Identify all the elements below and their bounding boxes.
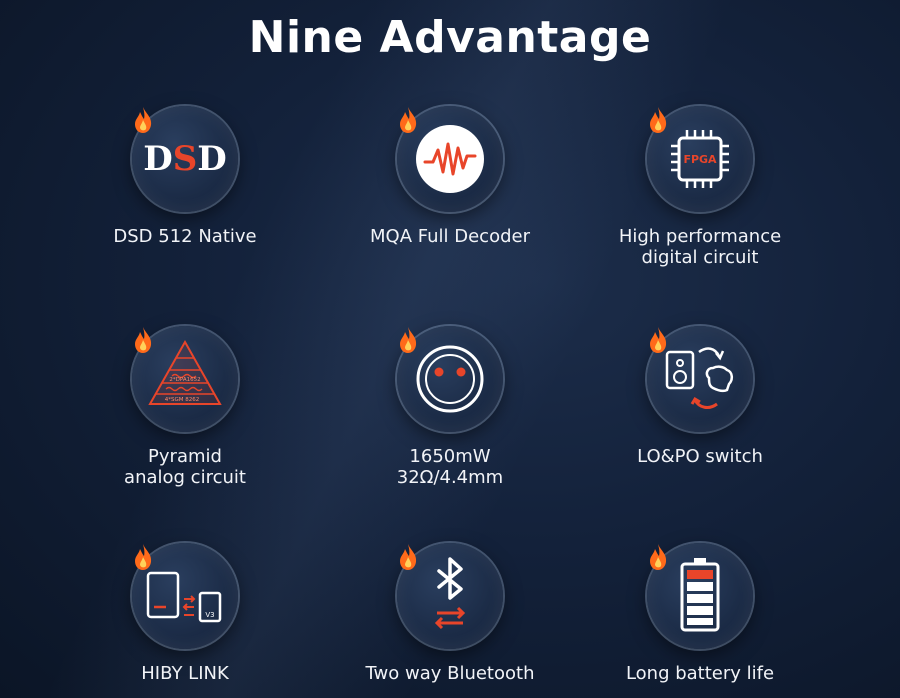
flame-icon (650, 327, 667, 353)
feature-dsd: DSD DSD 512 Native (45, 106, 325, 247)
page-title: Nine Advantage (248, 12, 652, 63)
pyramid-text: 2*DPA1652 (169, 377, 200, 383)
chip-text: FPGA (683, 153, 717, 166)
flame-icon (650, 107, 667, 133)
feature-lopo: LO&PO switch (560, 326, 840, 467)
bluetooth-icon (434, 557, 466, 630)
feature-label: Pyramid analog circuit (124, 446, 246, 488)
hiby-link-badge: V3 (132, 543, 238, 649)
pyramid-text: 4*SGM 8262 (165, 397, 200, 403)
flame-icon (135, 544, 152, 570)
feature-hiby-link: V3 HIBY LINK (45, 543, 325, 684)
device-text: V3 (205, 611, 214, 619)
fpga-chip-icon: FPGA (671, 130, 729, 188)
flame-icon (650, 544, 667, 570)
feature-fpga: FPGA High performance digital circuit (560, 106, 840, 268)
flame-icon (135, 107, 152, 133)
dsd-badge: DSD (132, 106, 238, 212)
lopo-badge (647, 326, 753, 432)
flame-icon (135, 327, 152, 353)
feature-battery: Long battery life (560, 543, 840, 684)
flame-icon (400, 327, 417, 353)
feature-bluetooth: Two way Bluetooth (310, 543, 590, 684)
feature-mqa: MQA Full Decoder (310, 106, 590, 247)
mqa-badge (397, 106, 503, 212)
feature-label: HIBY LINK (141, 663, 229, 684)
flame-icon (400, 107, 417, 133)
feature-label: 1650mW 32Ω/4.4mm (396, 446, 504, 488)
balanced-jack-icon (416, 345, 484, 413)
svg-text:DSD: DSD (143, 139, 227, 179)
dsd-logo-icon: DSD (143, 139, 227, 179)
pyramid-badge: 2*DPA1652 4*SGM 8262 (132, 326, 238, 432)
feature-label: DSD 512 Native (113, 226, 257, 247)
feature-label: Two way Bluetooth (365, 663, 535, 684)
feature-pyramid: 2*DPA1652 4*SGM 8262 Pyramid analog circ… (45, 326, 325, 488)
feature-label: MQA Full Decoder (370, 226, 530, 247)
waveform-icon (416, 125, 484, 193)
battery-icon (680, 558, 720, 632)
fpga-badge: FPGA (647, 106, 753, 212)
bluetooth-badge (397, 543, 503, 649)
output-badge (397, 326, 503, 432)
speaker-headphone-switch-icon (665, 347, 733, 409)
hiby-link-icon: V3 (146, 571, 222, 623)
feature-label: LO&PO switch (637, 446, 763, 467)
battery-badge (647, 543, 753, 649)
feature-label: Long battery life (625, 663, 775, 684)
feature-output: 1650mW 32Ω/4.4mm (310, 326, 590, 488)
flame-icon (400, 544, 417, 570)
pyramid-icon: 2*DPA1652 4*SGM 8262 (148, 339, 222, 405)
feature-label: High performance digital circuit (618, 226, 782, 268)
